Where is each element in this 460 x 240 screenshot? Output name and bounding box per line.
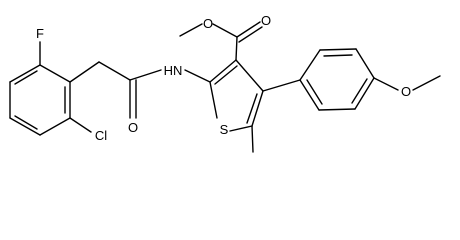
bond-ring-ester: [235, 36, 238, 61]
bond-aryl-o: [373, 77, 399, 91]
bond: [9, 64, 41, 83]
bond-o-methyl: [412, 75, 441, 91]
bond-nh-thiophene: [184, 69, 211, 83]
aryl-methoxy-oxygen-label: O: [401, 84, 411, 99]
bond-ester-o: [212, 23, 238, 38]
bond-c-cl: [69, 117, 92, 133]
thiophene-ring: [209, 59, 264, 132]
bond: [39, 117, 71, 136]
bond: [209, 59, 237, 83]
bond-carbonyl-nh: [129, 69, 162, 81]
bond-o-methyl: [179, 23, 203, 37]
bond: [9, 117, 41, 136]
bond: [235, 59, 264, 92]
ester-carbonyl-oxygen-label: O: [261, 13, 271, 28]
bond-ester-co-a: [236, 21, 261, 38]
bond-thiophene-aryl: [262, 79, 301, 92]
fluorine-atom-label: F: [36, 26, 44, 41]
bond: [299, 79, 320, 111]
chlorofluorophenyl-ring: [9, 64, 71, 136]
bond-ch2-carbonyl: [98, 61, 131, 81]
bond: [229, 125, 253, 132]
bond: [318, 108, 356, 111]
bond: [355, 48, 375, 79]
thiophene-sulfur-label: S: [220, 122, 229, 137]
double-bond-inner: [14, 70, 38, 85]
bond: [209, 81, 218, 119]
double-bond-inner: [323, 54, 353, 57]
bond: [251, 90, 264, 127]
bond-ring-ch2: [69, 61, 100, 83]
chlorine-atom-label: Cl: [95, 128, 107, 143]
methoxyphenyl-ring: [299, 48, 375, 111]
double-bond-inner: [306, 79, 323, 105]
bond: [319, 48, 357, 51]
bond: [299, 49, 321, 81]
double-bond-inner: [14, 115, 38, 130]
double-bond-inner: [246, 93, 258, 124]
bond: [354, 77, 375, 110]
double-bond-inner: [214, 65, 238, 85]
bond: [39, 64, 71, 83]
amide-nh-label: HN: [164, 63, 183, 78]
bond-methyl: [251, 125, 254, 153]
ester-methoxy-oxygen-label: O: [203, 16, 213, 31]
molecule-canvas: F Cl HN O S O O O: [9, 13, 441, 153]
double-bond-inner: [351, 78, 368, 104]
amide-oxygen-label: O: [128, 120, 138, 135]
structure-diagram: F Cl HN O S O O O: [9, 13, 441, 153]
bond-ester-co-b: [238, 26, 263, 43]
